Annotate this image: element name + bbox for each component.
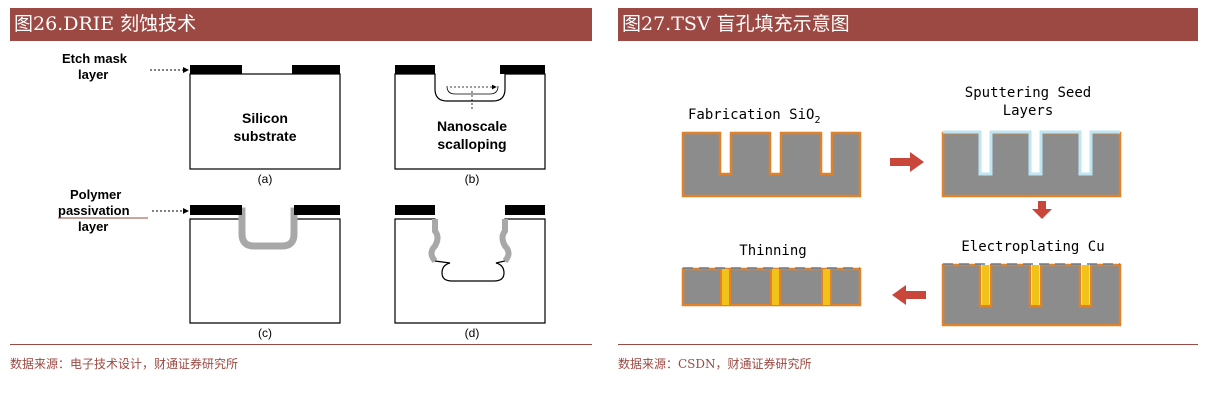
seed-layers-label: Layers	[1003, 103, 1054, 119]
diagram-a: Silicon substrate (a)	[189, 65, 341, 186]
thinning-label: Thinning	[739, 243, 806, 259]
subfigure-c-label: (c)	[258, 326, 272, 340]
step-sputtering: Sputtering Seed Layers	[941, 85, 1122, 198]
polymer-label: Polymer	[70, 187, 121, 202]
seed-layer	[943, 130, 1120, 176]
step-fabrication: Fabrication SiO2	[681, 107, 862, 198]
subfigure-d-label: (d)	[465, 326, 480, 340]
sputtering-label: Sputtering Seed	[965, 85, 1091, 101]
scalloping-label: scalloping	[437, 136, 506, 152]
diagram-d: (d)	[394, 205, 546, 340]
step-electroplating: Electroplating Cu	[941, 239, 1122, 327]
substrate-label: substrate	[233, 128, 296, 144]
electroplating-label: Electroplating Cu	[961, 239, 1104, 255]
passivation-label: passivation	[58, 203, 130, 218]
drie-diagram: Silicon substrate (a) Etch mask layer Na…	[58, 51, 546, 340]
diagram-c: (c)	[189, 205, 341, 340]
arrow-right	[890, 152, 924, 172]
figure-27-title: 图27.TSV 盲孔填充示意图	[618, 8, 1198, 41]
arrow-left	[892, 285, 926, 305]
silicon-label: Silicon	[242, 110, 288, 126]
figure-26-title: 图26.DRIE 刻蚀技术	[10, 8, 592, 41]
subfigure-a-label: (a)	[258, 172, 273, 186]
copper-fill	[1082, 265, 1089, 305]
etch-mask-block	[292, 65, 340, 74]
subfigure-b-label: (b)	[465, 172, 480, 186]
etch-mask-layer-label: layer	[78, 67, 108, 82]
figure-27-source: 数据来源：CSDN，财通证券研究所	[618, 344, 1198, 372]
fabrication-label: Fabrication SiO2	[688, 107, 820, 126]
copper-fill	[982, 265, 989, 305]
tsv-diagram: Fabrication SiO2 Sputtering Seed Layers	[681, 85, 1122, 327]
arrow-down	[1032, 201, 1052, 219]
right-figure-panel: 图27.TSV 盲孔填充示意图 Fabrication SiO2 Sputter…	[618, 8, 1198, 372]
copper-fill	[1032, 265, 1039, 305]
nanoscale-label: Nanoscale	[437, 118, 507, 134]
tsv-filling-figure: Fabrication SiO2 Sputtering Seed Layers	[618, 41, 1198, 341]
drie-etching-figure: Silicon substrate (a) Etch mask layer Na…	[10, 41, 592, 341]
left-figure-panel: 图26.DRIE 刻蚀技术 Silicon substrate (a) Etch…	[10, 8, 592, 372]
etch-mask-block	[190, 65, 242, 74]
polymer-layer-label: layer	[78, 219, 108, 234]
etch-mask-label: Etch mask	[62, 51, 128, 66]
diagram-b: Nanoscale scalloping (b)	[394, 65, 546, 186]
substrate-with-oxide	[681, 131, 862, 198]
step-thinning: Thinning	[681, 243, 862, 307]
figure-26-source: 数据来源：电子技术设计，财通证券研究所	[10, 344, 592, 372]
